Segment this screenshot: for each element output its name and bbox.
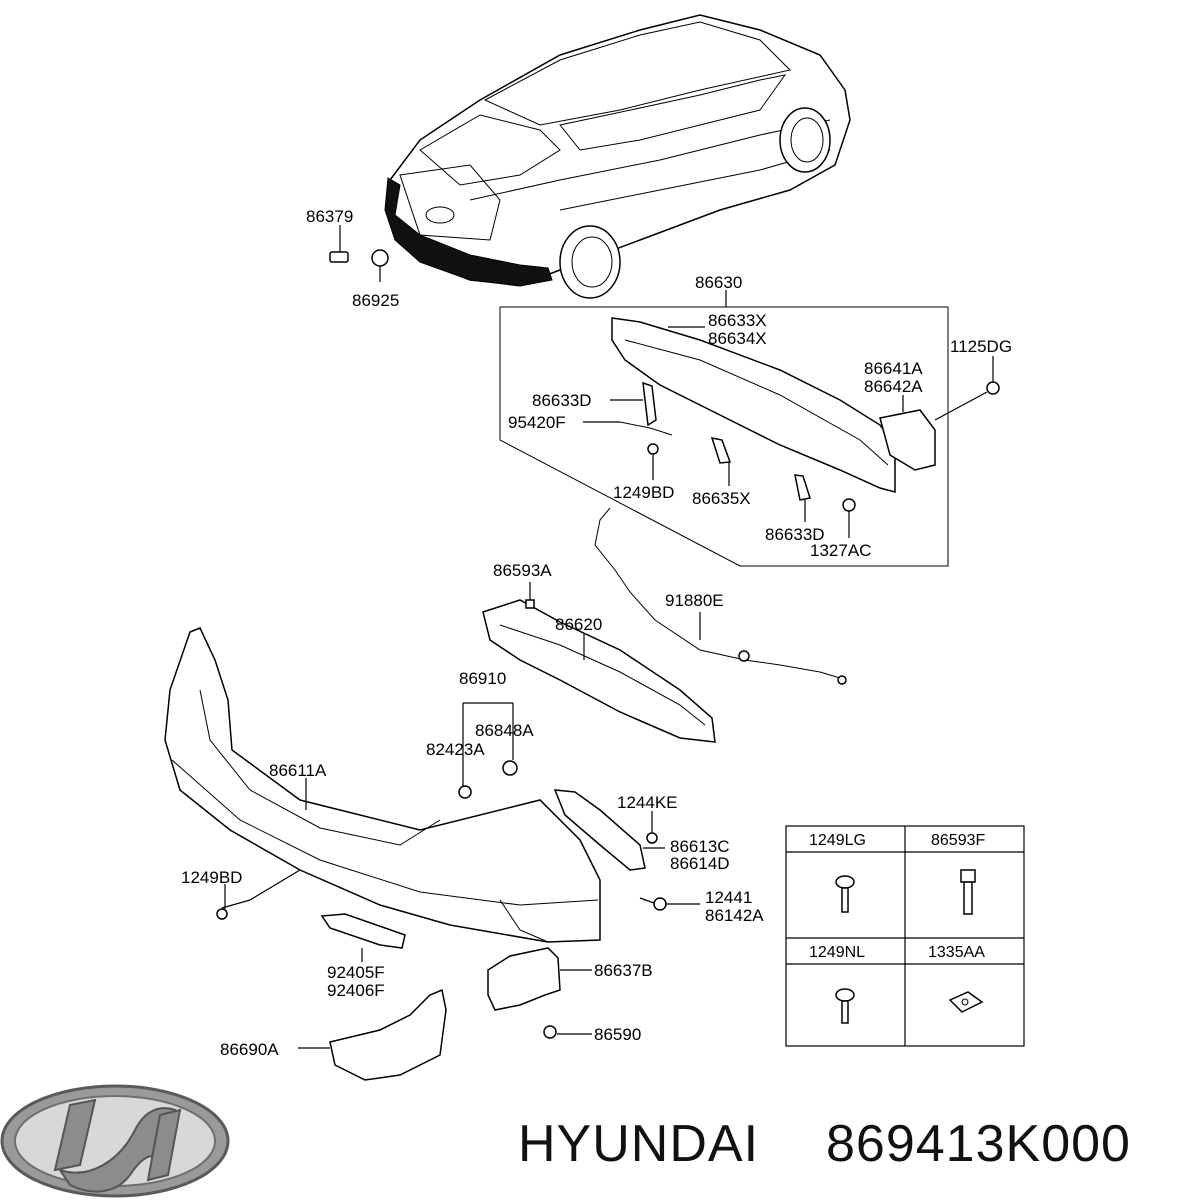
label-95420F: 95420F xyxy=(508,413,566,432)
label-86633X: 86633X xyxy=(708,311,767,330)
bolt-icon xyxy=(960,869,976,915)
table-cell-1249NL: 1249NL xyxy=(809,944,865,961)
label-86848A: 86848A xyxy=(475,721,534,740)
label-86642A: 86642A xyxy=(864,377,923,396)
screw-icon xyxy=(835,988,855,1024)
reinforcement-assembly-box xyxy=(499,290,1000,567)
table-cell-86593F: 86593F xyxy=(931,832,985,849)
label-1249BD-b: 1249BD xyxy=(181,868,242,887)
label-86690A: 86690A xyxy=(220,1040,279,1059)
label-91880E: 91880E xyxy=(665,591,724,610)
label-86614D: 86614D xyxy=(670,854,730,873)
label-1244KE: 1244KE xyxy=(617,793,678,812)
label-86630: 86630 xyxy=(695,273,742,292)
part-number: 869413K000 xyxy=(826,1115,1131,1173)
label-86611A: 86611A xyxy=(269,761,327,780)
label-86620: 86620 xyxy=(555,615,602,634)
table-cell-1335AA: 1335AA xyxy=(928,944,985,961)
label-92405F: 92405F xyxy=(327,963,385,982)
label-1125DG: 1125DG xyxy=(950,337,1012,356)
car-illustration xyxy=(329,14,851,299)
label-86590: 86590 xyxy=(594,1025,641,1044)
label-86593A: 86593A xyxy=(493,561,552,580)
label-86637B: 86637B xyxy=(594,961,653,980)
bumper-cover xyxy=(164,627,700,949)
label-12441: 12441 xyxy=(705,888,752,907)
brand-name: HYUNDAI xyxy=(518,1115,759,1173)
lower-parts xyxy=(298,947,592,1081)
label-92406F: 92406F xyxy=(327,981,385,1000)
label-86633D-b: 86633D xyxy=(765,525,825,544)
label-1327AC: 1327AC xyxy=(810,541,871,560)
label-1249BD-a: 1249BD xyxy=(613,483,674,502)
label-86635X: 86635X xyxy=(692,489,751,508)
label-82423A: 82423A xyxy=(426,740,485,759)
fastener-table xyxy=(785,825,1025,1047)
screw-icon xyxy=(835,875,855,913)
label-86613C: 86613C xyxy=(670,837,730,856)
table-cell-1249LG: 1249LG xyxy=(809,832,866,849)
hyundai-logo-icon xyxy=(0,1084,230,1198)
label-86379: 86379 xyxy=(306,207,353,226)
clip-icon xyxy=(948,991,984,1013)
label-86641A: 86641A xyxy=(864,359,923,378)
label-86634X: 86634X xyxy=(708,329,767,348)
label-86925: 86925 xyxy=(352,291,399,310)
label-86910: 86910 xyxy=(459,669,506,688)
absorber-and-wiring xyxy=(482,507,847,743)
label-86633D-a: 86633D xyxy=(532,391,592,410)
label-86142A: 86142A xyxy=(705,906,764,925)
